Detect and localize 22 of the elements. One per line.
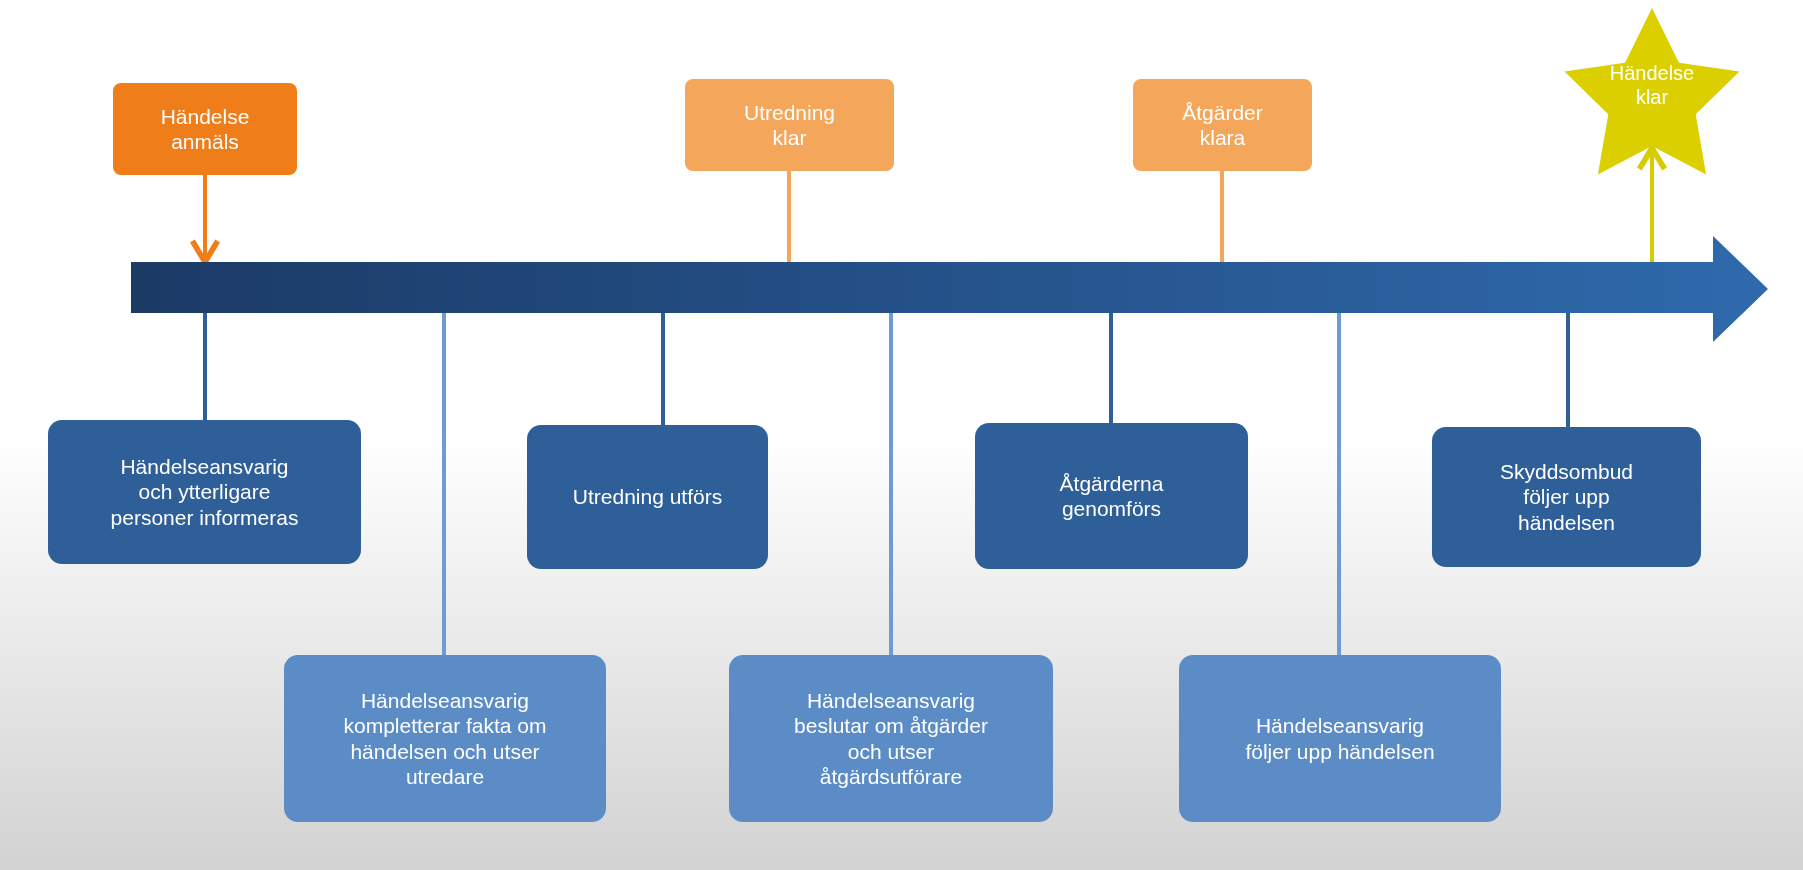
- connector-line: [1337, 313, 1341, 655]
- arrow: [1636, 145, 1668, 262]
- connector-line: [661, 313, 665, 425]
- milestone-box: Åtgärder klara: [1133, 79, 1312, 171]
- activity-box: Åtgärderna genomförs: [975, 423, 1248, 569]
- connector-line: [442, 313, 446, 655]
- milestone-label: Händelse klar: [1608, 61, 1696, 110]
- connector-line: [1566, 313, 1570, 427]
- connector-line: [203, 313, 207, 420]
- activity-box: Händelseansvarig kompletterar fakta om händelsen och utser utredare: [284, 655, 606, 822]
- activity-box: Händelseansvarig beslutar om åtgärder och utser åtgärdsutförare: [729, 655, 1053, 822]
- connector-line: [1220, 171, 1224, 262]
- connector-line: [787, 171, 791, 262]
- connector-line: [889, 313, 893, 655]
- activity-box: Händelseansvarig följer upp händelsen: [1179, 655, 1501, 822]
- activity-box: Utredning utförs: [527, 425, 768, 569]
- arrow: [189, 175, 221, 265]
- activity-box: Skyddsombud följer upp händelsen: [1432, 427, 1701, 567]
- activity-box: Händelseansvarig och ytterligare personer informeras: [48, 420, 361, 564]
- milestone-box: Händelse anmäls: [113, 83, 297, 175]
- connector-line: [1109, 313, 1113, 423]
- milestone-box: Utredning klar: [685, 79, 894, 171]
